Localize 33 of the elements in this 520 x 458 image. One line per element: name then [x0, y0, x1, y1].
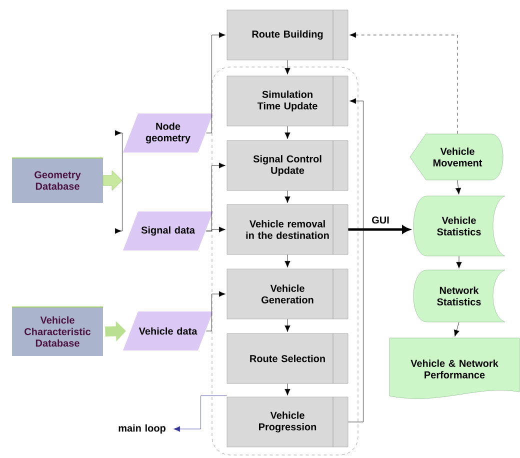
database-box: Vehicle Characteristic Database: [12, 306, 104, 356]
process-box: Route Selection: [226, 333, 348, 384]
data-parallelogram: Signal data: [123, 212, 213, 250]
process-box: Simulation Time Update: [226, 76, 348, 126]
dashed-arrow: [350, 32, 458, 134]
process-box: Vehicle Generation: [226, 268, 348, 320]
arrow: [348, 98, 364, 422]
arrow: [284, 384, 290, 396]
arrow: [454, 322, 460, 337]
process-box: Vehicle Progression: [226, 396, 348, 448]
process-box: Route Building: [226, 10, 348, 60]
arrow: [115, 130, 122, 181]
arrow: [206, 32, 226, 134]
database-box: Geometry Database: [12, 158, 104, 203]
arrow: [206, 226, 226, 232]
arrow: [348, 226, 410, 234]
arrow: [284, 319, 290, 332]
block-arrow: [102, 170, 122, 191]
loop-container: [212, 66, 358, 456]
arrow: [456, 256, 462, 268]
data-parallelogram: Node geometry: [123, 114, 213, 152]
loop-label: main loop: [118, 424, 166, 434]
data-parallelogram: Vehicle data: [123, 312, 213, 350]
process-box: Signal Control Update: [226, 140, 348, 191]
arrow: [284, 126, 290, 139]
arrow: [284, 190, 290, 203]
process-box: Vehicle removal in the destination: [226, 204, 348, 255]
arrow: [206, 291, 226, 332]
arrow: [174, 396, 227, 432]
arrow: [115, 180, 122, 234]
arrow: [284, 254, 290, 268]
arrow: [284, 60, 290, 74]
arrow: [455, 180, 462, 194]
